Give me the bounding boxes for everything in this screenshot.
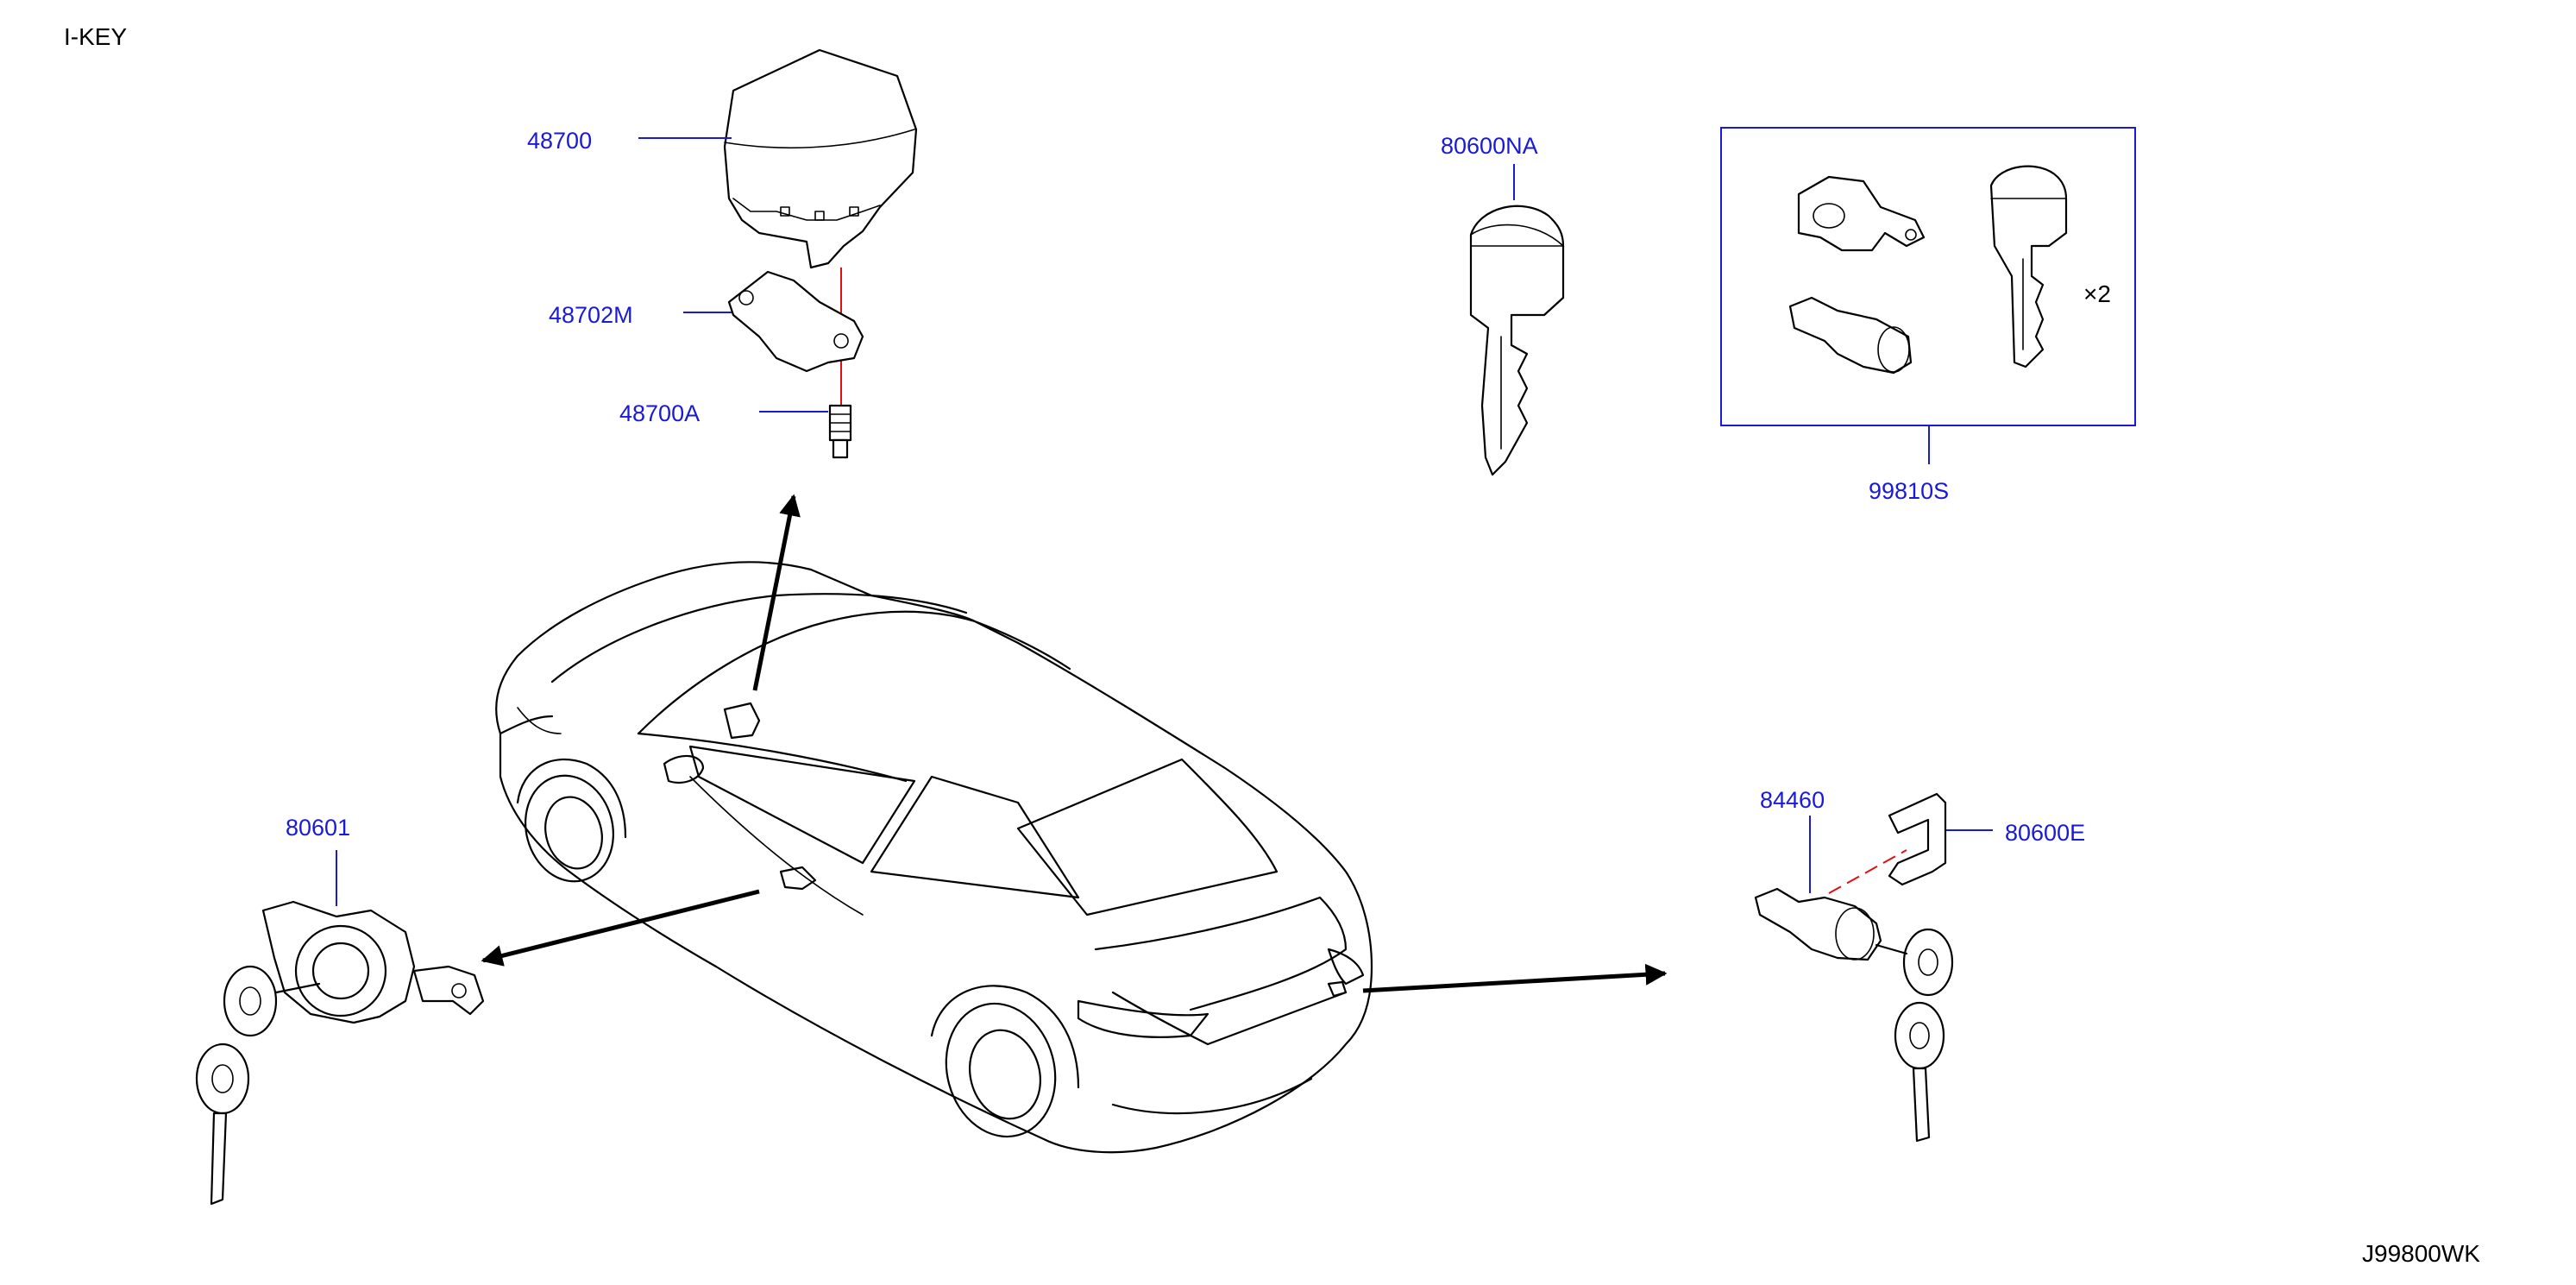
trunk-lock-drawing [1754, 887, 1954, 1143]
ignition-module-drawing [723, 48, 918, 269]
label-48702m: 48702M [549, 302, 633, 328]
kit-box [1720, 127, 2136, 426]
diagram-code: J99800WK [2362, 1240, 2480, 1267]
bracket-drawing [727, 270, 864, 373]
arrow-to-door-lock [481, 889, 760, 967]
kit-quantity: ×2 [2083, 280, 2111, 307]
label-80601: 80601 [286, 815, 350, 841]
retainer-guide-line [1828, 849, 1907, 894]
diagram-title: I-KEY [64, 23, 127, 50]
arrow-to-trunk-lock [1362, 963, 1668, 993]
door-lock-drawing [195, 900, 485, 1206]
arrow-to-ignition [752, 494, 801, 691]
key-blank-drawing [1469, 205, 1565, 476]
lock-retainer-drawing [1888, 792, 1947, 886]
label-84460: 84460 [1760, 787, 1825, 813]
label-48700: 48700 [527, 128, 592, 154]
label-80600e: 80600E [2005, 820, 2085, 846]
label-48700a: 48700A [619, 400, 700, 426]
bolt-drawing [828, 404, 852, 459]
label-80600na: 80600NA [1441, 133, 1538, 159]
car-illustration [495, 561, 1373, 1154]
kit-contents [1788, 165, 2068, 375]
label-99810s: 99810S [1869, 478, 1949, 504]
